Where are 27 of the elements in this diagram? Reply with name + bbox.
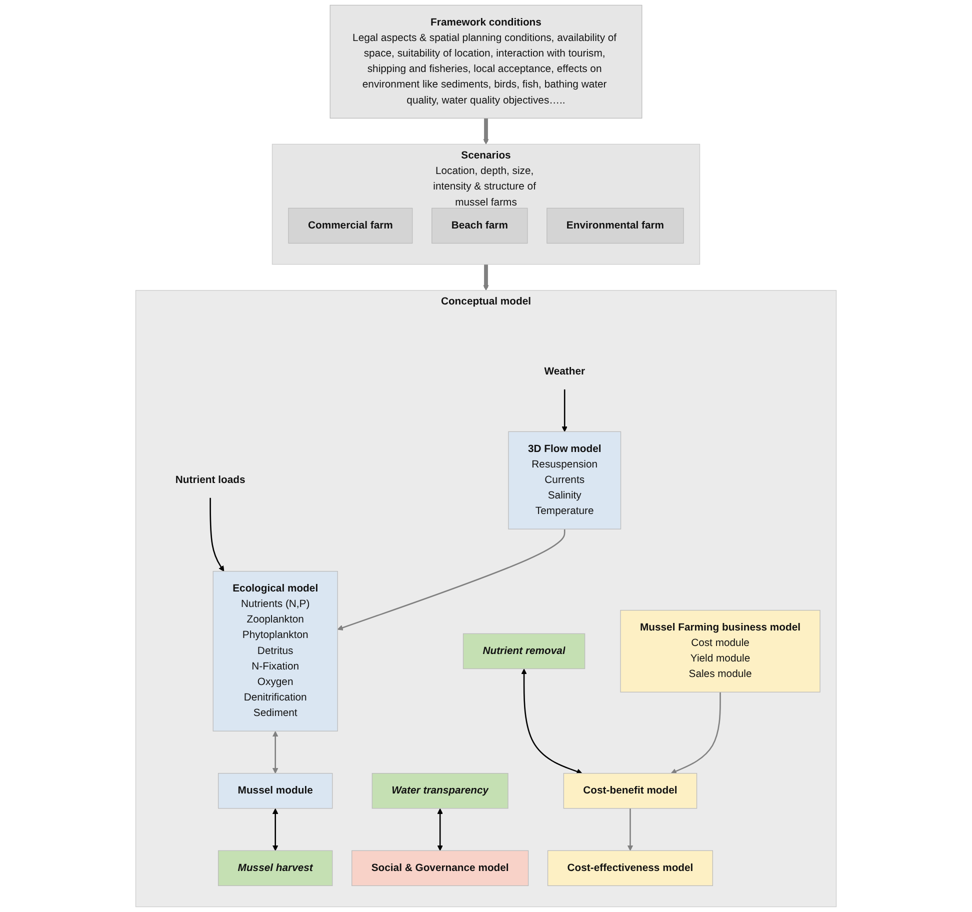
arrow xyxy=(437,808,443,851)
arrow xyxy=(210,498,224,572)
arrow xyxy=(670,692,721,774)
arrow xyxy=(483,264,489,291)
node-box: Ecological model Nutrients (N,P) Zooplankton Phytoplankton Detritus N-Fixation Oxygen Denitrification Sediment xyxy=(212,570,338,732)
node-box: Framework conditions Legal aspects & spatial planning conditions, availability of space, suitability of location, interaction with tourism, shipping and fisheries, local acceptance, effects on environment like sediments, birds, fish, bathing water quality, water quality objectives….. xyxy=(330,4,642,119)
node-box: Mussel Farming business model Cost module Yield module Sales module xyxy=(620,610,820,692)
arrow xyxy=(272,808,278,851)
node-box: Social & Governance model xyxy=(352,850,529,886)
node-box: Commercial farm xyxy=(288,208,413,244)
node-box: Environmental farm xyxy=(546,208,684,244)
arrow xyxy=(272,731,278,774)
node-box: Mussel module xyxy=(218,773,333,809)
node-box: Water transparency xyxy=(372,773,508,809)
node-box: Cost-benefit model xyxy=(563,773,698,809)
arrow xyxy=(337,529,566,630)
node-box: Mussel harvest xyxy=(218,850,333,886)
arrow xyxy=(562,389,568,432)
node-box: Cost-effectiveness model xyxy=(547,850,713,886)
node-text: Weather xyxy=(544,366,586,378)
node-box: Beach farm xyxy=(432,208,528,244)
node-text: Nutrient loads xyxy=(175,474,246,486)
arrow xyxy=(627,808,634,851)
node-box: Nutrient removal xyxy=(462,633,586,670)
arrow xyxy=(521,668,582,774)
arrow xyxy=(483,118,489,144)
node-box: 3D Flow model Resuspension Currents Salinity Temperature xyxy=(508,431,622,530)
